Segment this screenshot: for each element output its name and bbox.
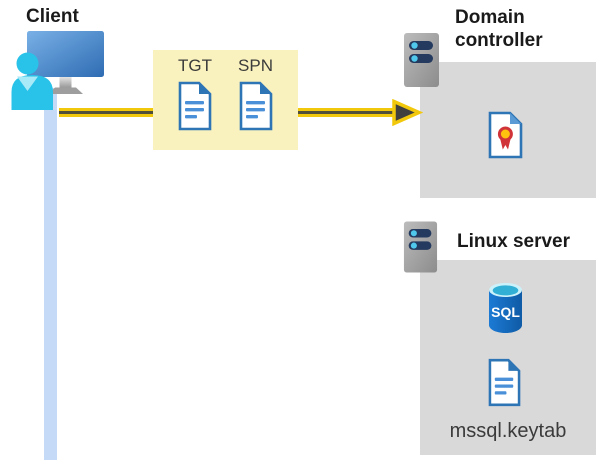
linux-server-label: Linux server: [457, 231, 570, 252]
client-workstation-icon: [11, 31, 104, 110]
auth-arrow-head: [392, 99, 423, 126]
monitor-stand: [59, 77, 72, 89]
client-lifeline-bar: [44, 88, 57, 460]
monitor-icon: [27, 31, 104, 77]
server-icon: [404, 33, 439, 87]
certificate-icon: [488, 111, 523, 159]
person-body: [11, 75, 53, 110]
server-icon: [403, 221, 438, 273]
document-icon: [178, 81, 212, 131]
spn-ticket: SPN: [238, 56, 273, 150]
person-head: [16, 52, 39, 75]
certificate-seal: [497, 126, 513, 142]
sql-icon-label: SQL: [491, 304, 520, 320]
document-icon: [488, 358, 521, 407]
spn-label: SPN: [238, 56, 273, 75]
tgt-label: TGT: [178, 56, 213, 75]
sql-database-icon: SQL: [489, 283, 522, 333]
tgt-ticket: TGT: [178, 56, 212, 150]
domain-controller-label: Domain controller: [455, 7, 543, 51]
monitor-base: [48, 87, 83, 94]
person-collar: [17, 76, 38, 91]
keytab-filename-label: mssql.keytab: [449, 420, 567, 442]
document-icon: [239, 81, 272, 131]
client-label: Client: [26, 6, 79, 27]
ticket-box: TGT SPN: [153, 50, 298, 150]
